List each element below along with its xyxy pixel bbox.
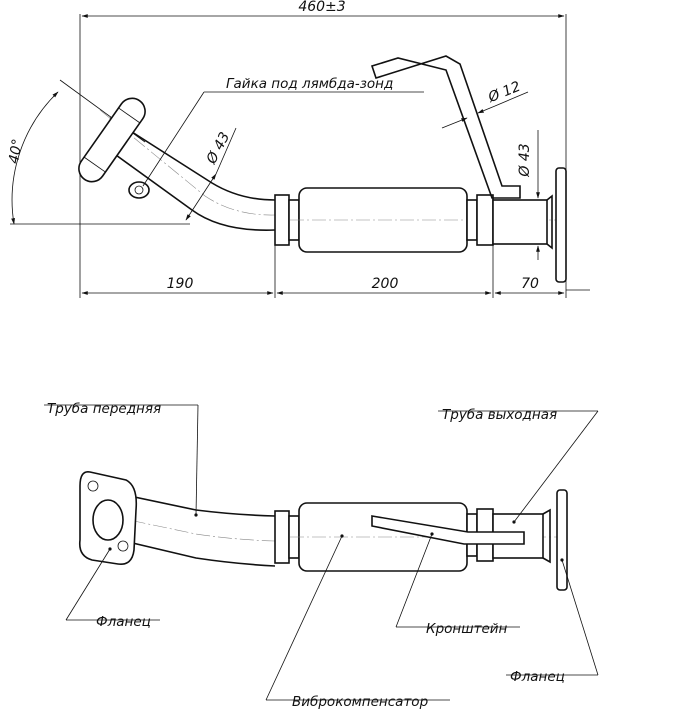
- top-view: 460±3 190 200 70 40° Ø 43: [6, 0, 590, 298]
- section-2-dimension: 200: [372, 276, 399, 292]
- bracket-label: Кронштейн: [426, 621, 508, 637]
- lambda-nut-top-view: [128, 181, 150, 199]
- bottom-view: Труба передняя Труба выходная Фланец Кро…: [44, 401, 599, 710]
- left-flange-label: Фланец: [96, 614, 151, 630]
- bracket-top-view: [370, 55, 521, 199]
- outlet-pipe-label: Труба выходная: [442, 407, 557, 423]
- angle-dimension: 40°: [6, 138, 26, 165]
- right-flange-label: Фланец: [510, 669, 565, 685]
- front-pipe-diameter: Ø 43: [203, 130, 233, 168]
- angle-arc: [11, 91, 59, 225]
- bracket-bottom-view: [371, 515, 525, 545]
- outlet-diameter: Ø 43: [517, 143, 533, 177]
- rear-flange-bottom-view: [556, 489, 568, 591]
- lambda-nut-label: Гайка под лямбда-зонд: [226, 76, 393, 92]
- outlet-pipe-top-view: [492, 199, 548, 245]
- front-pipe-label: Труба передняя: [47, 401, 161, 417]
- compensator-label: Виброкомпенсатор: [292, 694, 428, 710]
- front-flange-top-view: [78, 97, 146, 183]
- front-pipe-bottom-view: [119, 493, 276, 567]
- overall-length-dimension: 460±3: [298, 0, 345, 15]
- rear-flange-top-view: [555, 167, 567, 283]
- section-1-dimension: 190: [167, 276, 194, 292]
- section-3-dimension: 70: [521, 276, 539, 292]
